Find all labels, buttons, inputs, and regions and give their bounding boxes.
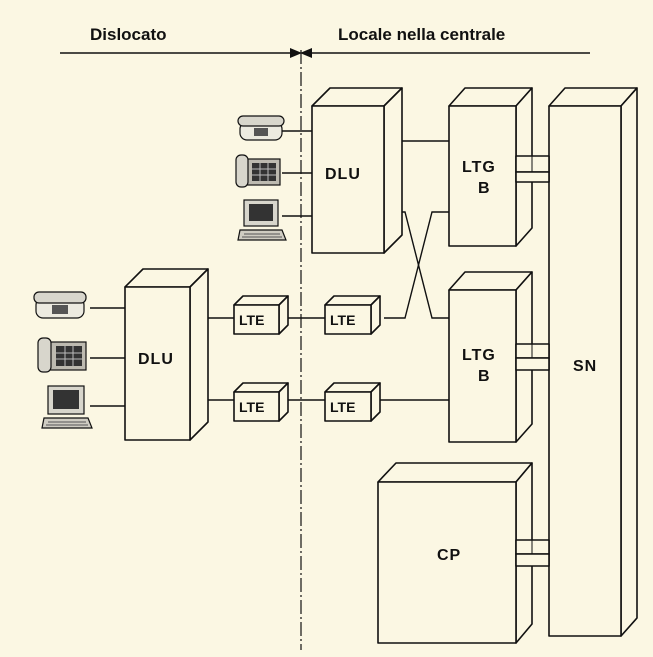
- ltg-bottom-label-1: LTG: [462, 347, 496, 364]
- lte-box-1: LTE: [233, 295, 289, 335]
- keypad-telephone-icon: [37, 337, 87, 373]
- cp-block: CP: [377, 462, 550, 644]
- arrow-right-icon: [290, 48, 302, 58]
- sn-label: SN: [573, 358, 597, 375]
- ltg-top-label-2: B: [478, 180, 491, 197]
- ltg-top-block: LTG B: [448, 87, 550, 247]
- keypad-telephone-icon: [235, 154, 281, 188]
- lte-label-1: LTE: [239, 312, 264, 328]
- data-terminal-icon: [237, 199, 287, 241]
- dlu-top-block: DLU: [311, 87, 403, 254]
- header-dislocato: Dislocato: [90, 25, 167, 44]
- lte-label-4: LTE: [330, 399, 355, 415]
- cp-label: CP: [437, 547, 461, 564]
- ltg-top-label-1: LTG: [462, 159, 496, 176]
- lte-label-3: LTE: [239, 399, 264, 415]
- telephone-icon: [33, 291, 87, 319]
- header-locale: Locale nella centrale: [338, 25, 505, 44]
- lte-label-2: LTE: [330, 312, 355, 328]
- dlu-top-label: DLU: [325, 166, 361, 183]
- data-terminal-icon: [41, 385, 93, 429]
- lte-box-4: LTE: [324, 382, 381, 422]
- lte-box-3: LTE: [233, 382, 289, 422]
- dlu-left-block: DLU: [124, 268, 209, 441]
- arrow-left-icon: [300, 48, 312, 58]
- ltg-bottom-label-2: B: [478, 368, 491, 385]
- sn-block: SN: [548, 87, 638, 637]
- ltg-bottom-block: LTG B: [448, 271, 550, 443]
- connections: [90, 130, 449, 407]
- telephone-icon: [237, 115, 285, 141]
- lte-box-2: LTE: [324, 295, 381, 335]
- dlu-left-label: DLU: [138, 351, 174, 368]
